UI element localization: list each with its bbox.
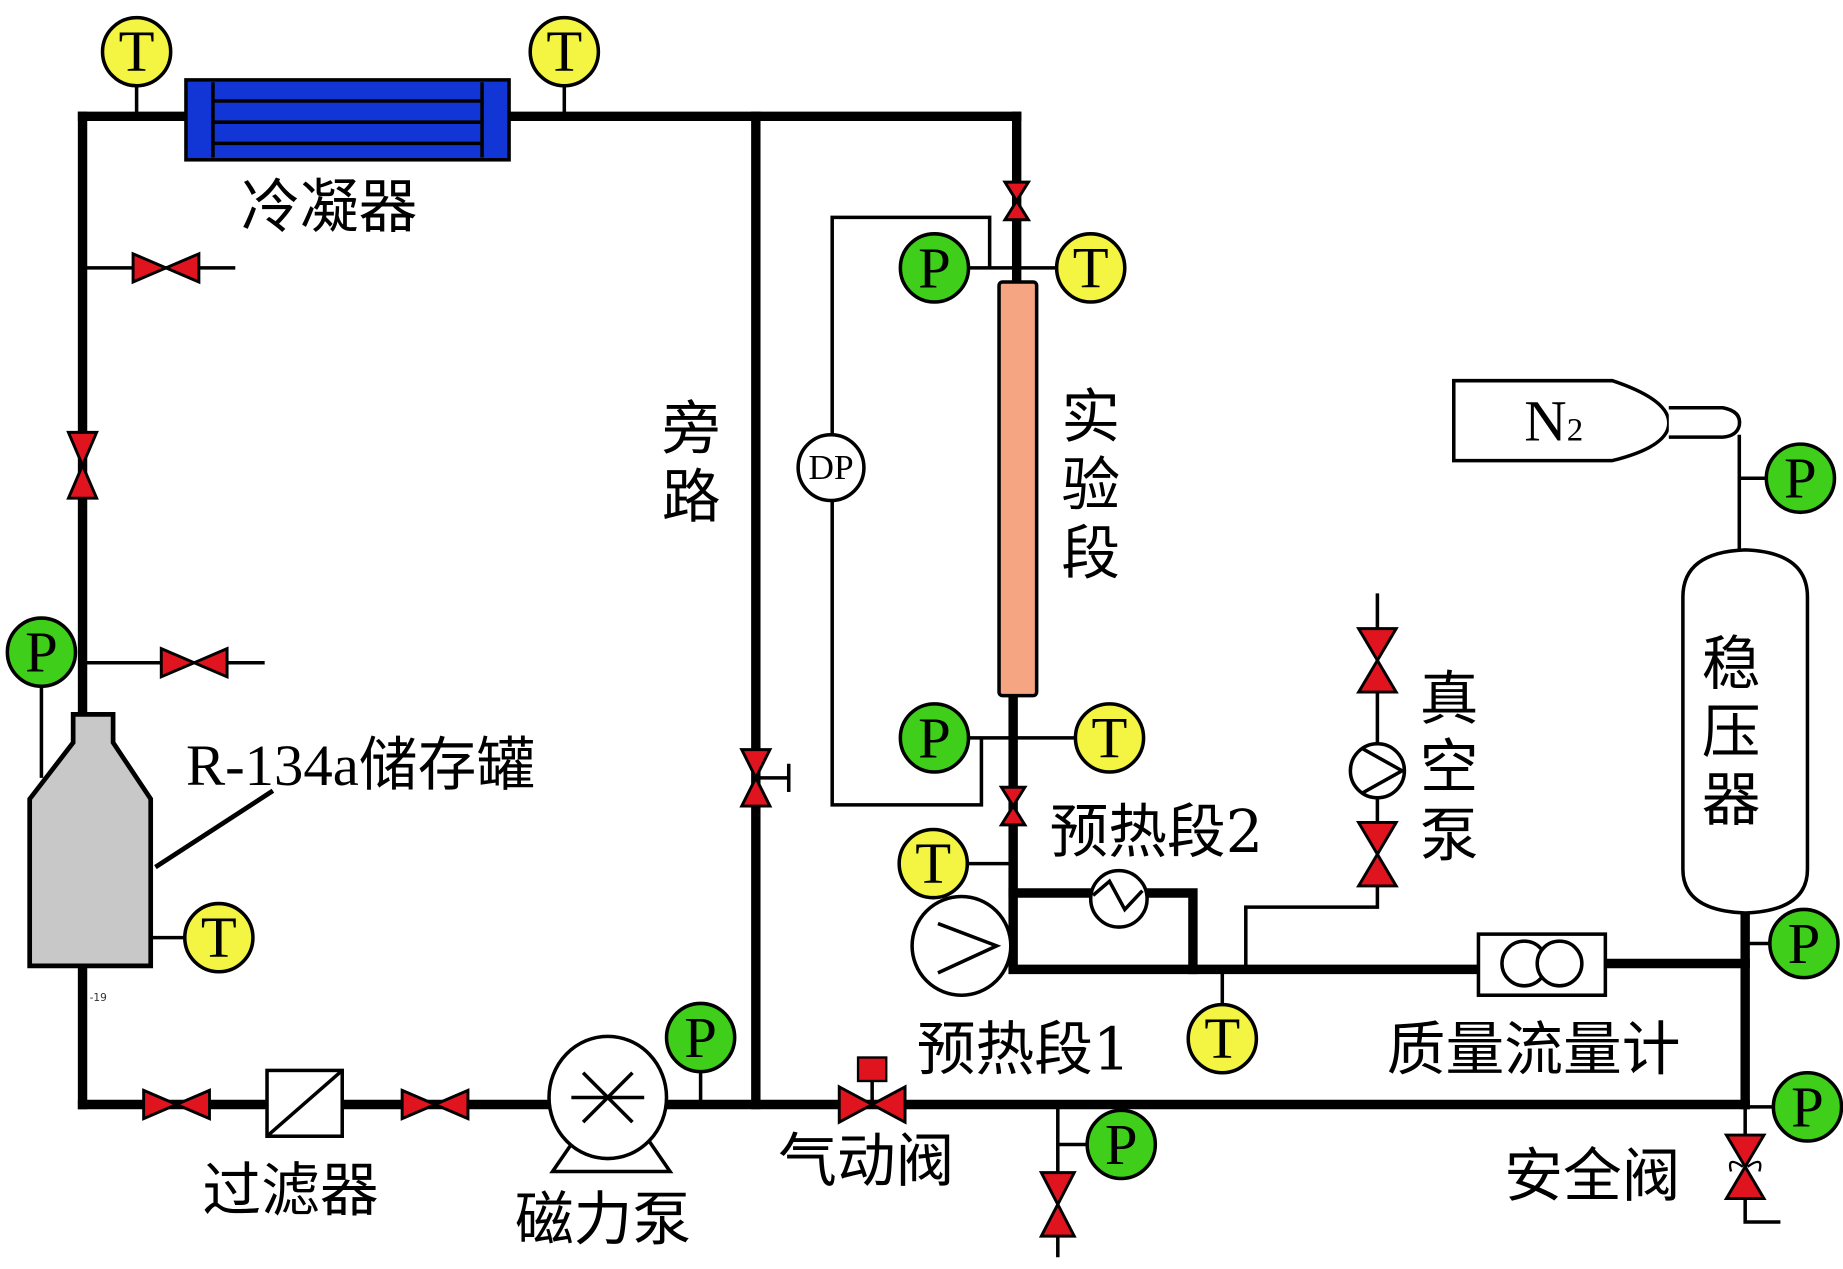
valve-bottom-1[interactable] <box>142 1088 211 1121</box>
dp-impulse-line <box>830 215 992 807</box>
mass-flowmeter: 质量流量计 <box>1387 932 1681 1083</box>
vacuum-label-1: 真 <box>1420 664 1479 733</box>
valve-drain[interactable] <box>1038 1171 1077 1238</box>
nitrogen-bottle: N2 <box>1452 378 1742 463</box>
magnetic-pump: 磁力泵 <box>515 1034 691 1254</box>
temperature-gauge-flow: T <box>1186 969 1259 1075</box>
valve-branch-lower[interactable] <box>159 646 229 680</box>
stabilizer-label-2: 压 <box>1702 697 1761 766</box>
preheater2-label: 预热段2 <box>1050 797 1264 866</box>
safety-label: 安全阀 <box>1504 1141 1680 1210</box>
pressure-gauge-test-out: P <box>898 702 1014 774</box>
temperature-gauge-preheater: T <box>897 827 1014 900</box>
pressure-gauge-tank: P <box>5 616 78 778</box>
condenser-body <box>184 78 511 162</box>
preheater-1: 预热段1 <box>910 894 1131 1083</box>
stabilizer-label-3: 器 <box>1702 765 1761 834</box>
vacuum-label-2: 空 <box>1420 732 1479 801</box>
safety-valve[interactable] <box>1723 1133 1767 1200</box>
pressure-gauge-stabilizer: P <box>1745 907 1840 980</box>
svg-text:P: P <box>918 705 951 770</box>
tank-leader <box>154 788 275 870</box>
pump-label: 磁力泵 <box>515 1185 691 1254</box>
stabilizer-label-1: 稳 <box>1702 629 1761 698</box>
svg-text:T: T <box>1073 235 1109 300</box>
svg-text:-19: -19 <box>90 992 107 1004</box>
pressure-gauge-test-in: P <box>898 232 1017 304</box>
svg-text:T: T <box>546 19 582 84</box>
temperature-gauge-tank: T <box>150 901 255 974</box>
pressure-stabilizer: 稳 压 器 <box>1681 548 1810 915</box>
gauges: T T T T T T T P P P <box>5 15 1843 1181</box>
svg-text:T: T <box>1204 1006 1240 1071</box>
valve-vacuum-bottom[interactable] <box>1356 821 1399 888</box>
test-label-1: 实 <box>1061 382 1120 451</box>
pressure-gauge-safety: P <box>1745 1071 1843 1143</box>
svg-text:T: T <box>119 19 155 84</box>
valve-bypass[interactable] <box>739 748 791 808</box>
svg-text:P: P <box>918 235 951 300</box>
bypass-label-1: 旁 <box>662 394 721 463</box>
svg-text:P: P <box>684 1005 717 1070</box>
preheater1-label: 预热段1 <box>917 1014 1131 1083</box>
valve-test-inlet[interactable] <box>1002 180 1032 222</box>
pressure-gauge-n2: P <box>1739 442 1837 515</box>
pipe-preheater2 <box>1008 888 1198 975</box>
dp-gauge: DP <box>796 432 866 503</box>
test-section-body <box>997 280 1039 698</box>
svg-text:T: T <box>1092 705 1128 770</box>
temperature-gauge-test-in: T <box>1016 232 1127 304</box>
condenser-label: 冷凝器 <box>241 172 417 241</box>
svg-text:T: T <box>915 831 951 896</box>
temperature-gauge-test-out: T <box>1013 702 1146 774</box>
n2-label: N2 <box>1524 389 1583 454</box>
pneumatic-label: 气动阀 <box>778 1126 954 1195</box>
tank-body <box>27 712 154 969</box>
preheater-2: 预热段2 <box>1050 797 1264 929</box>
tank-label: R-134a储存罐 <box>186 733 535 798</box>
filter-label: 过滤器 <box>202 1155 378 1224</box>
svg-text:P: P <box>1105 1112 1138 1177</box>
valve-vacuum-top[interactable] <box>1356 627 1399 694</box>
test-section: 实 验 段 <box>997 280 1120 698</box>
bypass-label-2: 路 <box>662 462 721 531</box>
svg-text:P: P <box>1788 911 1821 976</box>
pneumatic-valve[interactable] <box>837 1056 907 1125</box>
valve-bottom-2[interactable] <box>400 1088 470 1121</box>
temperature-gauge-condenser-out: T <box>528 15 601 117</box>
temperature-gauge-condenser-in: T <box>100 15 173 117</box>
svg-text:P: P <box>1791 1074 1824 1139</box>
flowmeter-label: 质量流量计 <box>1387 1014 1681 1083</box>
valve-branch-upper[interactable] <box>131 251 201 285</box>
vacuum-pump: 真 空 泵 <box>1348 664 1479 869</box>
test-label-3: 段 <box>1061 518 1120 587</box>
test-label-2: 验 <box>1061 450 1120 519</box>
valves[interactable]: 气动阀 安全阀 <box>66 180 1767 1238</box>
pressure-gauge-pump: P <box>664 1001 737 1105</box>
filter: 过滤器 <box>202 1068 379 1224</box>
vacuum-label-3: 泵 <box>1420 800 1479 869</box>
valve-left-vertical[interactable] <box>66 430 99 500</box>
valve-test-outlet[interactable] <box>998 785 1028 827</box>
condenser: 冷凝器 <box>184 78 511 241</box>
storage-tank: R-134a储存罐 -19 <box>27 712 535 1004</box>
svg-text:P: P <box>1784 446 1817 511</box>
svg-text:T: T <box>201 905 237 970</box>
dp-label: DP <box>808 448 853 487</box>
pressure-gauge-drain: P <box>1057 1108 1158 1181</box>
svg-text:P: P <box>25 620 58 685</box>
